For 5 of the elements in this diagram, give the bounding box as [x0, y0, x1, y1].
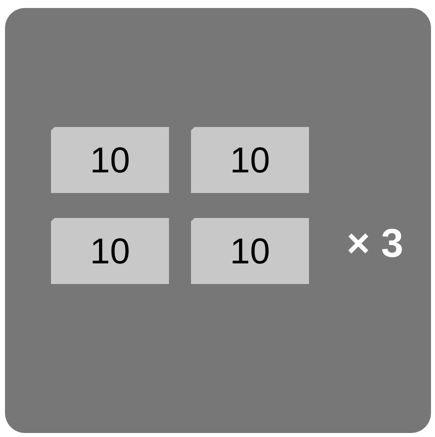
- number-card: 10: [191, 127, 309, 193]
- number-card: 10: [191, 218, 309, 284]
- number-card: 10: [51, 218, 169, 284]
- number-card: 10: [51, 127, 169, 193]
- multiplier-label: × 3: [348, 228, 402, 258]
